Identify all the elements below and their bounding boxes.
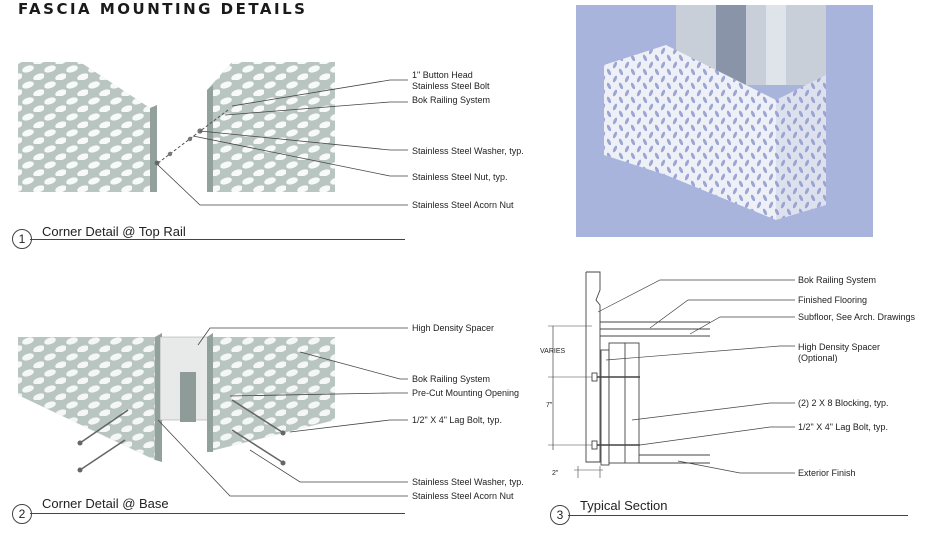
label-bok-railing-system-3: Bok Railing System <box>798 275 877 285</box>
label-blocking: (2) 2 X 8 Blocking, typ. <box>798 398 889 408</box>
label-exterior-finish: Exterior Finish <box>798 468 856 478</box>
label-bok-railing-system-2: Bok Railing System <box>412 374 491 384</box>
detail3-number: 3 <box>550 505 570 525</box>
page-title: FASCIA MOUNTING DETAILS <box>18 0 308 18</box>
detail1-caption-rule <box>30 239 405 240</box>
detail2-caption: Corner Detail @ Base <box>42 496 169 511</box>
detail3-caption-rule <box>568 515 908 516</box>
label-acorn-nut-2: Stainless Steel Acorn Nut <box>412 491 514 501</box>
label-nut-1: Stainless Steel Nut, typ. <box>412 172 508 182</box>
detail1-number: 1 <box>12 229 32 249</box>
detail1-drawing <box>18 62 408 206</box>
detail2-caption-rule <box>30 513 405 514</box>
detail2-drawing <box>18 327 408 497</box>
detail3-caption: Typical Section <box>580 498 668 513</box>
label-finished-flooring: Finished Flooring <box>798 295 868 305</box>
label-button-head-bolt-line1: 1" Button Head <box>412 70 473 80</box>
dim-varies: VARIES <box>540 348 566 355</box>
label-acorn-nut-1: Stainless Steel Acorn Nut <box>412 200 514 210</box>
label-high-density-spacer-3-line2: (Optional) <box>798 353 838 363</box>
label-bok-railing-system-1: Bok Railing System <box>412 95 491 105</box>
label-subfloor: Subfloor, See Arch. Drawings <box>798 312 916 322</box>
detail1-caption: Corner Detail @ Top Rail <box>42 224 186 239</box>
label-washer-1: Stainless Steel Washer, typ. <box>412 146 524 156</box>
label-mounting-opening: Pre-Cut Mounting Opening <box>412 388 520 398</box>
detail1-right-panel-edge <box>207 85 213 192</box>
detail2-number: 2 <box>12 504 32 524</box>
detail1-left-panel-edge <box>150 105 157 192</box>
label-high-density-spacer-2: High Density Spacer <box>412 323 495 333</box>
label-lag-bolt-3: 1/2" X 4" Lag Bolt, typ. <box>798 422 888 432</box>
detail3-drawing <box>548 271 795 478</box>
label-high-density-spacer-3-line1: High Density Spacer <box>798 342 881 352</box>
dim-seven-inch: 7" <box>546 402 553 409</box>
label-lag-bolt-2: 1/2" X 4" Lag Bolt, typ. <box>412 415 502 425</box>
dim-two-inch: 2" <box>552 470 559 477</box>
label-washer-2: Stainless Steel Washer, typ. <box>412 477 524 487</box>
balcony-rendering <box>576 5 873 237</box>
label-button-head-bolt-line2: Stainless Steel Bolt <box>412 81 490 91</box>
